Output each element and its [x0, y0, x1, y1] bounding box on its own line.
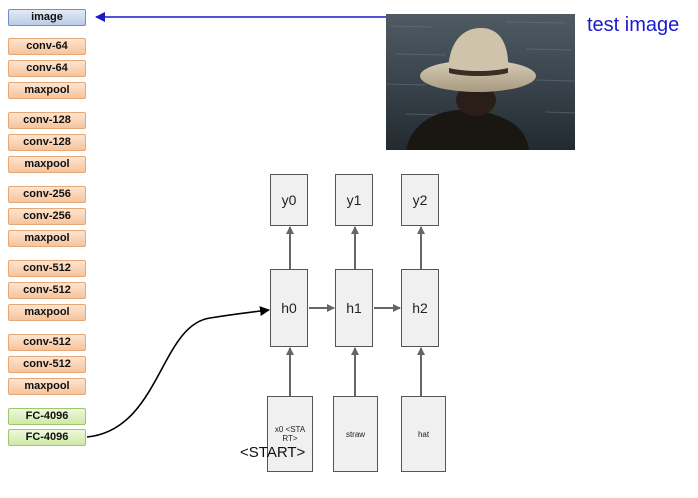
- fc-to-h0-arrow: [86, 306, 270, 438]
- layer-conv-128: conv-128: [8, 112, 86, 129]
- layer-fc-4096: FC-4096: [8, 429, 86, 446]
- layer-maxpool: maxpool: [8, 230, 86, 247]
- hidden-node-h2: h2: [401, 269, 439, 347]
- layer-conv-512: conv-512: [8, 282, 86, 299]
- hidden-node-h0: h0: [270, 269, 308, 347]
- layer-maxpool: maxpool: [8, 156, 86, 173]
- layer-image: image: [8, 9, 86, 26]
- layer-maxpool: maxpool: [8, 378, 86, 395]
- layer-label: maxpool: [24, 380, 70, 392]
- layer-maxpool: maxpool: [8, 82, 86, 99]
- layer-fc-4096: FC-4096: [8, 408, 86, 425]
- layer-label: conv-64: [26, 40, 68, 52]
- layer-conv-256: conv-256: [8, 186, 86, 203]
- layer-label: conv-256: [23, 210, 71, 222]
- hidden-node-h1: h1: [335, 269, 373, 347]
- start-token-label: <START>: [240, 444, 306, 461]
- layer-conv-128: conv-128: [8, 134, 86, 151]
- layer-conv-256: conv-256: [8, 208, 86, 225]
- layer-conv-512: conv-512: [8, 260, 86, 277]
- layer-maxpool: maxpool: [8, 304, 86, 321]
- layer-label: conv-512: [23, 284, 71, 296]
- test-image-photo: [386, 14, 575, 150]
- layer-label: conv-256: [23, 188, 71, 200]
- input-node-straw: straw: [333, 396, 378, 472]
- layer-label: maxpool: [24, 158, 70, 170]
- layer-conv-64: conv-64: [8, 60, 86, 77]
- layer-label: conv-128: [23, 114, 71, 126]
- layer-label: maxpool: [24, 84, 70, 96]
- layer-label: conv-64: [26, 62, 68, 74]
- input-node-hat: hat: [401, 396, 446, 472]
- output-node-y2: y2: [401, 174, 439, 226]
- output-node-y0: y0: [270, 174, 308, 226]
- layer-label: FC-4096: [25, 410, 69, 422]
- input-node-x0: x0 <START>: [267, 396, 313, 472]
- layer-label: FC-4096: [25, 431, 69, 443]
- test-image-label: test image: [587, 14, 680, 36]
- layer-label: conv-512: [23, 262, 71, 274]
- layer-label: conv-512: [23, 358, 71, 370]
- layer-conv-64: conv-64: [8, 38, 86, 55]
- layer-conv-512: conv-512: [8, 334, 86, 351]
- layer-label: maxpool: [24, 232, 70, 244]
- layer-conv-512: conv-512: [8, 356, 86, 373]
- layer-label: conv-512: [23, 336, 71, 348]
- output-node-y1: y1: [335, 174, 373, 226]
- layer-label: conv-128: [23, 136, 71, 148]
- layer-label: image: [31, 11, 63, 23]
- layer-label: maxpool: [24, 306, 70, 318]
